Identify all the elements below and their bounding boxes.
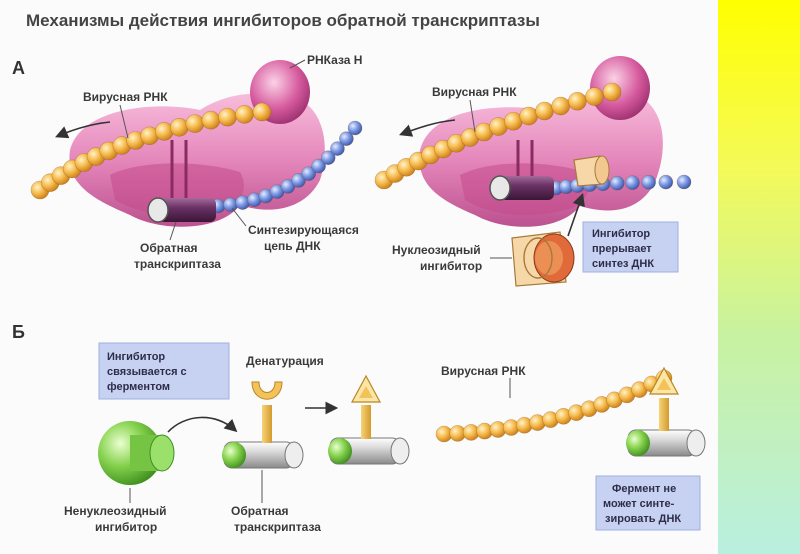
- rnase-label: РНКаза Н: [307, 53, 362, 67]
- rna-bead: [252, 102, 272, 122]
- rt-label-b-2: транскриптаза: [234, 520, 321, 534]
- direction-arrow-left: [55, 121, 111, 139]
- nucleoside-label-2: ингибитор: [420, 259, 482, 273]
- dna-chain-label-2: цепь ДНК: [264, 239, 321, 253]
- rna-bead: [170, 118, 189, 137]
- info-box-a-line1: Ингибитор: [592, 228, 650, 240]
- figure-panel: Механизмы действия ингибиторов обратной …: [12, 11, 706, 534]
- diagram-canvas: Механизмы действия ингибиторов обратной …: [12, 11, 706, 534]
- rna-bead: [602, 82, 622, 102]
- rna-bead: [235, 105, 254, 124]
- dna-bead: [609, 175, 625, 191]
- rt-label-a-left-1: Обратная: [140, 241, 198, 255]
- rna-bead: [201, 110, 221, 130]
- info-box-a-line3: синтез ДНК: [592, 258, 654, 270]
- nonnucleoside-label-1: Ненуклеозидный: [64, 504, 167, 518]
- info-box-binds-enzyme: Ингибитор связывается с ферментом: [98, 342, 230, 400]
- dna-bead: [347, 120, 363, 136]
- blocked-enzyme: [626, 366, 706, 457]
- nucleoside-label-1: Нуклеозидный: [392, 243, 481, 257]
- side-gradient-bar: [718, 0, 800, 554]
- rna-bead: [218, 107, 237, 127]
- rna-bead: [535, 101, 554, 121]
- dna-strand-left: [210, 120, 363, 214]
- rna-bead: [568, 91, 587, 111]
- info-box-b1-line2: связывается с: [107, 366, 187, 378]
- dna-bead: [641, 174, 656, 190]
- dna-bead: [676, 174, 692, 190]
- dna-bead: [223, 197, 238, 212]
- dna-bead: [320, 150, 336, 166]
- dna-bead: [301, 166, 316, 181]
- info-box-b2-line2: может синте-: [603, 498, 675, 510]
- rna-bead: [519, 106, 539, 126]
- denaturation-label: Денатурация: [246, 354, 324, 368]
- info-box-enzyme-cannot: Фермент не может синте- зировать ДНК: [595, 475, 701, 531]
- rt-tube-right: [489, 175, 554, 201]
- rna-strand-left: [30, 102, 272, 200]
- section-a-label: А: [12, 58, 25, 78]
- inhibitor-cap-on-chain: [573, 155, 610, 187]
- info-box-b2-line1: Фермент не: [612, 483, 676, 495]
- dna-bead: [311, 158, 326, 174]
- dna-bead: [291, 173, 306, 188]
- dna-bead: [330, 141, 345, 156]
- page-title: Механизмы действия ингибиторов обратной …: [26, 11, 540, 30]
- rt-label-a-left-2: транскриптаза: [134, 257, 221, 271]
- rna-bead: [185, 114, 205, 133]
- dna-bead: [658, 174, 674, 190]
- inhibitor-to-chain-arrow: [567, 192, 585, 237]
- rna-strand-right: [374, 82, 622, 190]
- curve-arrow-to-enzyme: [167, 416, 238, 433]
- viral-rna-label-a-right: Вирусная РНК: [432, 85, 517, 99]
- direction-arrow-right: [399, 119, 456, 137]
- info-box-b1-line1: Ингибитор: [107, 351, 165, 363]
- nonnucleoside-inhibitor-molecule: [98, 421, 175, 485]
- section-b-label: Б: [12, 322, 25, 342]
- rt-label-b-1: Обратная: [231, 504, 289, 518]
- nucleoside-inhibitor-molecule: [511, 231, 575, 287]
- viral-rna-label-b: Вирусная РНК: [441, 364, 526, 378]
- dna-chain-label-1: Синтезирующаяся: [248, 223, 359, 237]
- denatured-enzyme: [328, 374, 410, 465]
- nonnucleoside-label-2: ингибитор: [95, 520, 157, 534]
- info-box-a-line2: прерывает: [592, 243, 652, 255]
- info-box-inhibitor-interrupts: Ингибитор прерывает синтез ДНК: [582, 221, 679, 273]
- rna-bead: [585, 87, 604, 106]
- rt-enzyme-with-receptor: [222, 381, 304, 469]
- rna-strand-b: [435, 369, 673, 443]
- info-box-b1-line3: ферментом: [107, 381, 170, 393]
- info-box-b2-line3: зировать ДНК: [605, 513, 681, 525]
- viral-rna-label-a-left: Вирусная РНК: [83, 90, 168, 104]
- rna-bead: [551, 96, 571, 116]
- dna-bead: [625, 175, 640, 190]
- rt-tube-left: [147, 197, 216, 223]
- dna-bead: [339, 131, 354, 146]
